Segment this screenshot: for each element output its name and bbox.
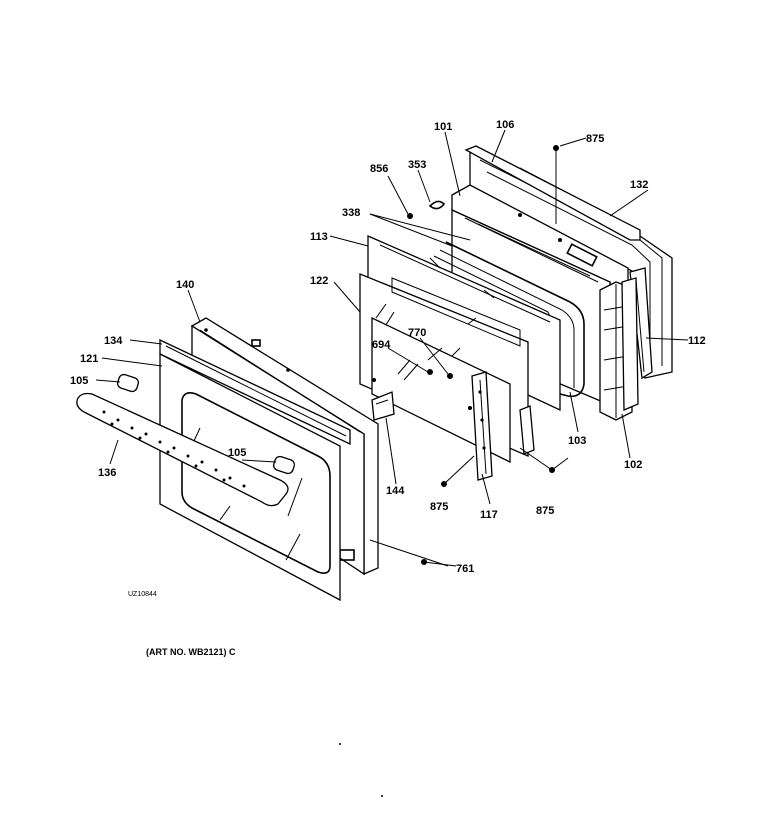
image-code: UZ10844 [128,591,157,598]
label-770: 770 [408,327,426,339]
spring-353 [428,200,446,210]
label-112: 112 [688,335,706,347]
clip-144 [371,391,395,421]
screw-856 [407,213,413,219]
part-labels: 101 106 875 856 353 132 338 113 122 140 … [70,119,706,575]
screw-694 [427,369,433,375]
end-cap-105-left [116,373,140,393]
screw-770 [447,373,453,379]
door-handle-136 [76,392,289,507]
door-trim-134 [159,338,351,446]
label-856: 856 [370,163,388,175]
label-353: 353 [408,159,426,171]
art-number-caption: (ART NO. WB2121) C [146,647,236,657]
hinge-bracket-right [519,405,535,455]
label-694: 694 [372,339,391,351]
label-875-top: 875 [586,133,604,145]
label-875-right: 875 [536,505,554,517]
label-122: 122 [310,275,328,287]
label-338: 338 [342,207,360,219]
scan-speck [381,795,383,797]
scan-speck [339,743,341,745]
label-761: 761 [456,563,474,575]
label-117: 117 [480,509,498,521]
leader-lines [95,129,689,567]
label-140: 140 [176,279,194,291]
label-103: 103 [568,435,586,447]
label-875-left: 875 [430,501,448,513]
label-105-handle: 105 [228,447,246,459]
label-134: 134 [104,335,123,347]
label-102: 102 [624,459,642,471]
hinge-bracket-117 [471,371,493,481]
label-136: 136 [98,467,116,479]
label-106: 106 [496,119,514,131]
label-144: 144 [386,485,405,497]
side-bracket-102 [599,277,639,421]
label-132: 132 [630,179,648,191]
label-101: 101 [434,121,452,133]
top-trim-106 [464,145,641,241]
label-113: 113 [310,231,328,243]
label-105-left: 105 [70,375,88,387]
label-121: 121 [80,353,98,365]
